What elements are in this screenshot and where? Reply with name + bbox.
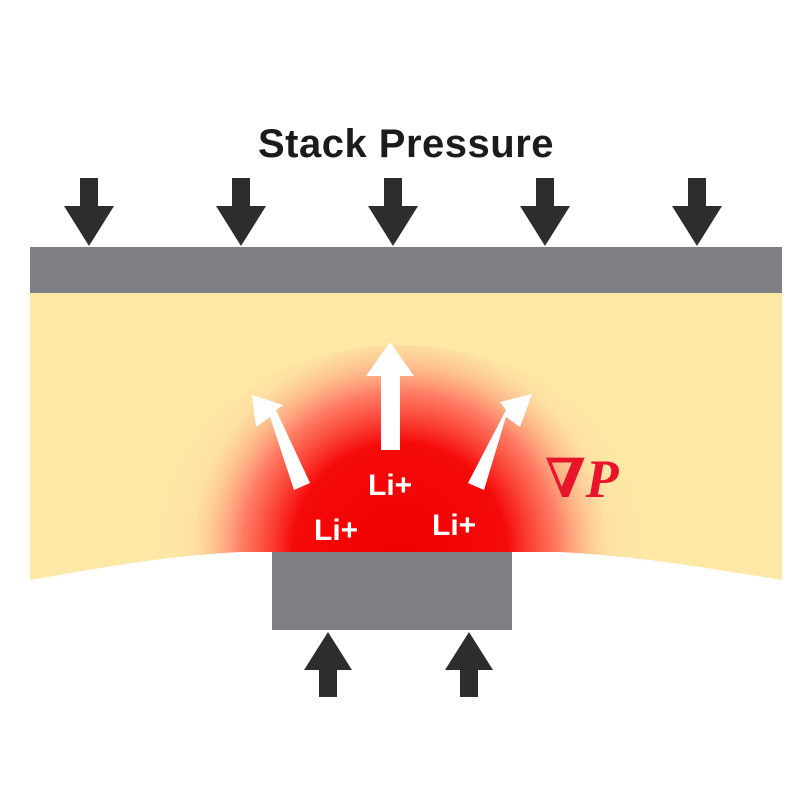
down-arrow-icon bbox=[64, 178, 114, 246]
bottom-electrode bbox=[272, 552, 512, 630]
ion-label: Li+ bbox=[314, 514, 358, 547]
ion-label: Li+ bbox=[432, 509, 476, 542]
diagram-title: Stack Pressure bbox=[257, 122, 555, 166]
diagonal-arrow-icon bbox=[468, 394, 532, 490]
down-arrow-icon bbox=[672, 178, 722, 246]
up-arrow-icon bbox=[445, 632, 493, 697]
pressure-gradient-label: ∇P bbox=[545, 449, 620, 509]
ion-label: Li+ bbox=[368, 469, 412, 502]
top-plate bbox=[30, 247, 782, 293]
diagonal-arrow-icon bbox=[252, 395, 310, 490]
up-arrow-icon bbox=[304, 632, 352, 697]
up-arrow-icon bbox=[366, 342, 414, 450]
down-arrow-icon bbox=[216, 178, 266, 246]
down-arrow-icon bbox=[368, 178, 418, 246]
down-arrow-icon bbox=[520, 178, 570, 246]
